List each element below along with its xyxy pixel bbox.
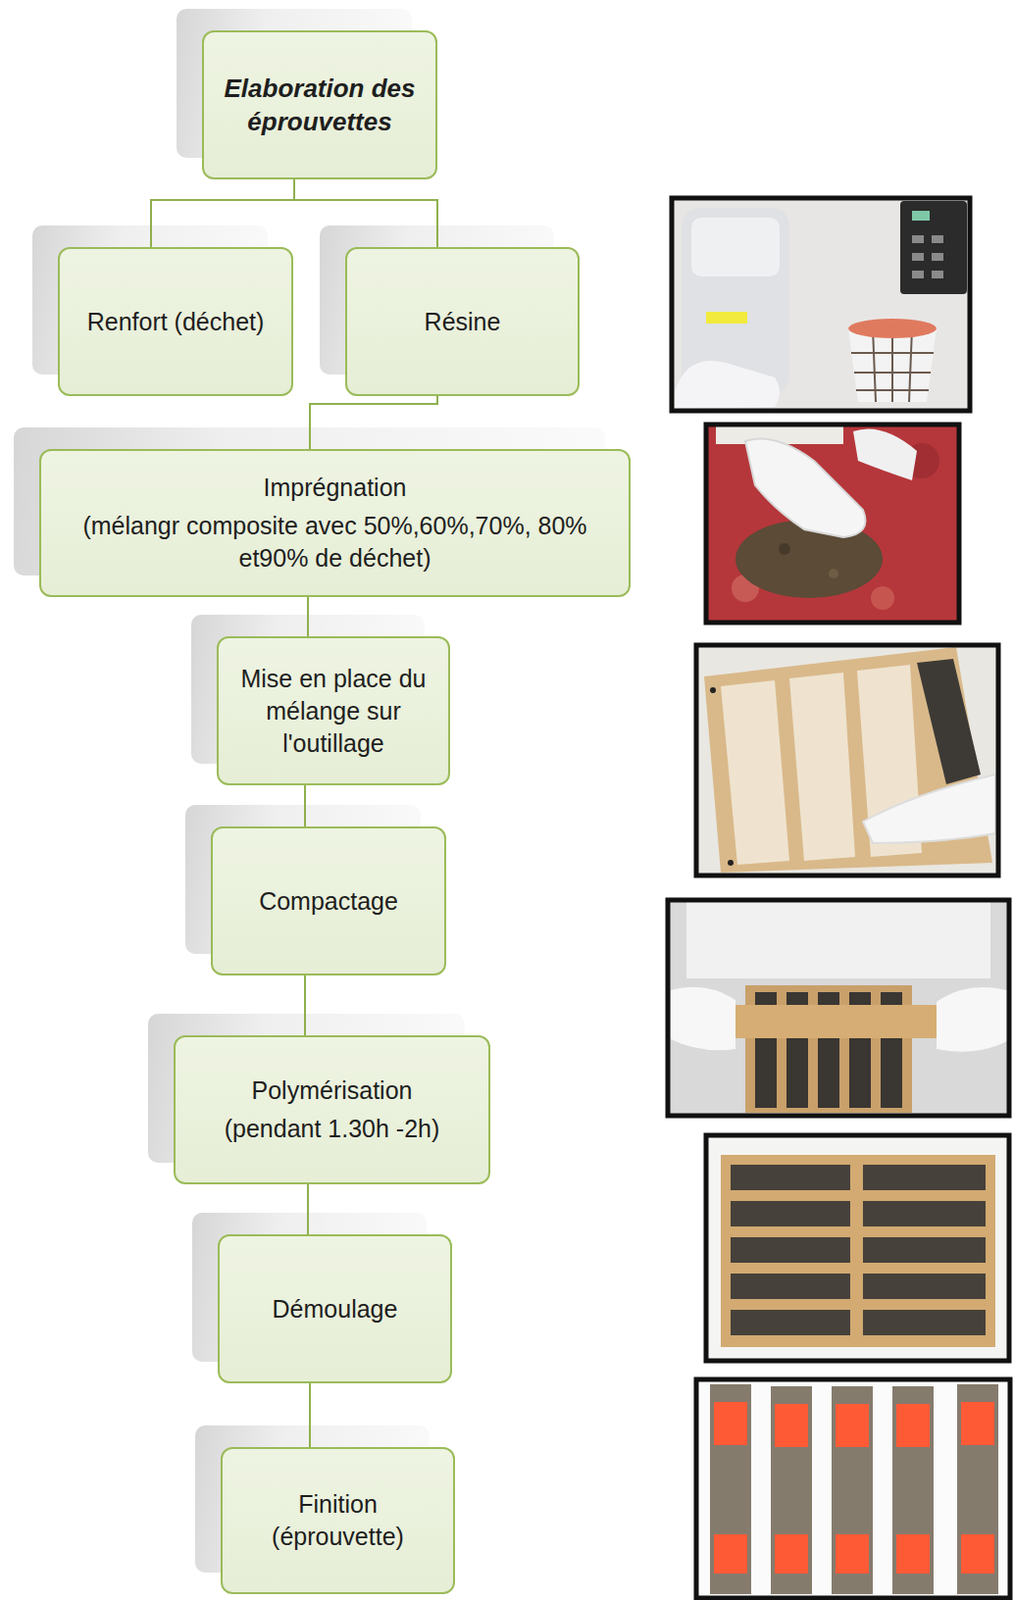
connector-line	[151, 179, 295, 248]
step-detail: (mélangr composite avec 50%,60%,70%, 80%…	[52, 509, 617, 575]
process-box: Renfort (déchet)	[57, 247, 294, 397]
connector-line	[306, 1184, 309, 1235]
step-label: Résine	[424, 305, 502, 339]
photo-mould	[696, 645, 999, 876]
step-label: Elaboration des éprouvettes	[215, 71, 424, 140]
step-label: Démoulage	[272, 1293, 399, 1326]
process-box: Démoulage	[217, 1234, 453, 1384]
process-box: Polymérisation (pendant 1.30h -2h)	[173, 1035, 491, 1185]
process-box: Imprégnation (mélangr composite avec 50%,…	[39, 449, 631, 598]
step-label: Renfort (déchet)	[87, 305, 265, 339]
connector-line	[309, 396, 438, 450]
photo-resin	[671, 198, 970, 411]
connector-line	[308, 1383, 311, 1448]
connector-line	[294, 179, 438, 248]
step-label: Compactage	[258, 885, 399, 918]
step-label: Mise en place du mélange sur l'outillage	[230, 662, 437, 761]
photo-rolling	[667, 900, 1010, 1116]
root-box: Elaboration des éprouvettes	[202, 30, 438, 180]
process-box: Mise en place du mélange sur l'outillage	[216, 636, 451, 786]
photo-curing	[706, 1135, 1010, 1362]
step-label: Polymérisation	[252, 1074, 413, 1108]
process-box: Finition (éprouvette)	[220, 1447, 456, 1595]
photo-specimens	[696, 1379, 1011, 1599]
process-box: Résine	[345, 247, 580, 397]
process-box: Compactage	[210, 826, 447, 976]
connector-line	[304, 975, 306, 1036]
step-label: Imprégnation	[263, 471, 407, 505]
connector-line	[306, 597, 309, 637]
connector-line	[304, 785, 306, 827]
step-detail: (pendant 1.30h -2h)	[224, 1113, 441, 1146]
step-label: Finition (éprouvette)	[234, 1488, 442, 1554]
photo-impregnation	[706, 424, 960, 623]
